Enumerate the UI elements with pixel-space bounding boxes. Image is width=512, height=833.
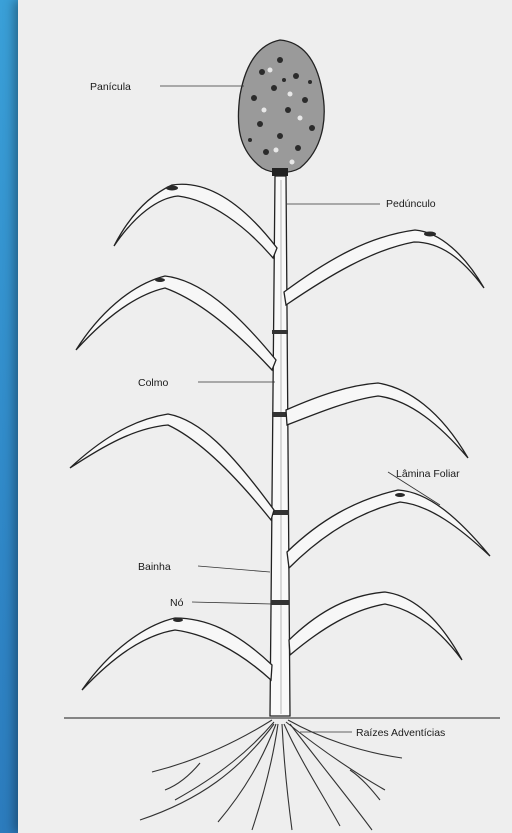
label-panicula: Panícula bbox=[90, 81, 131, 93]
label-colmo: Colmo bbox=[138, 377, 169, 389]
panicle bbox=[238, 40, 324, 176]
label-lamina-foliar: Lâmina Foliar bbox=[396, 468, 460, 480]
label-peduncle: Pedúnculo bbox=[386, 198, 436, 210]
label-no: Nó bbox=[170, 597, 184, 609]
label-bainha: Bainha bbox=[138, 561, 171, 573]
label-raizes-adventicias: Raízes Adventícias bbox=[356, 727, 445, 739]
diagram-panel: Panícula Pedúnculo Colmo Lâmina Foliar B… bbox=[18, 0, 512, 833]
sorghum-plant-diagram: Panícula Pedúnculo Colmo Lâmina Foliar B… bbox=[18, 0, 512, 833]
